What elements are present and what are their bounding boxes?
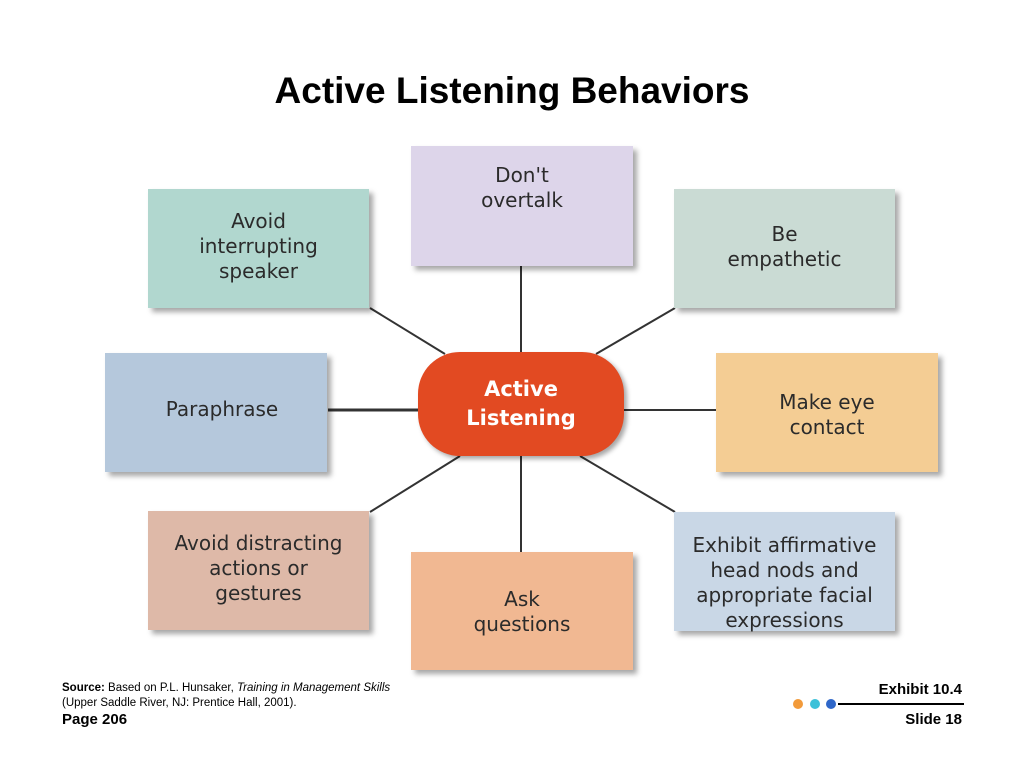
exhibit-label: Exhibit 10.4 <box>878 681 962 698</box>
box-ask-questions: Ask questions <box>411 552 633 670</box>
source-publisher: (Upper Saddle River, NJ: Prentice Hall, … <box>62 697 297 709</box>
connector-bottom-left <box>369 455 461 513</box>
box-paraphrase-label: Paraphrase <box>165 397 279 421</box>
box-dont-overtalk: Don't overtalk <box>411 146 633 266</box>
box-paraphrase: Paraphrase <box>105 353 327 472</box>
box-ask-questions-label: Ask questions <box>473 587 571 636</box>
page-number: Page 206 <box>62 711 128 728</box>
source-text: Based on P.L. Hunsaker, <box>104 682 237 694</box>
connector-top-left <box>369 307 446 355</box>
box-be-empathetic: Be empathetic <box>674 189 895 308</box>
teal-dot <box>810 699 820 709</box>
connector-bottom-right <box>579 455 676 513</box>
source-label: Source: <box>62 682 105 694</box>
box-dont-overtalk-label: Don't overtalk <box>481 163 563 212</box>
connector-top-right <box>595 307 676 355</box>
center-label: Active Listening <box>466 377 576 430</box>
slide-title: Active Listening Behaviors <box>274 70 750 111</box>
box-make-eye-contact-label: Make eye contact <box>779 389 875 439</box>
source-citation: Source: Based on P.L. Hunsaker, Training… <box>62 681 422 711</box>
box-be-empathetic-label: Be empathetic <box>727 221 842 271</box>
box-avoid-interrupting-label: Avoid interrupting speaker <box>199 209 318 283</box>
box-affirmative-head-nods: Exhibit affirmative head nods and approp… <box>674 512 895 632</box>
box-affirmative-head-nods-label: Exhibit affirmative head nods and approp… <box>692 532 877 632</box>
source-title: Training in Management Skills <box>236 682 391 694</box>
box-avoid-distracting-label: Avoid distracting actions or gestures <box>174 531 343 605</box>
orange-dot <box>793 699 803 709</box>
box-avoid-distracting: Avoid distracting actions or gestures <box>148 511 369 630</box>
slide-number: Slide 18 <box>905 711 962 728</box>
box-avoid-interrupting: Avoid interrupting speaker <box>148 189 369 308</box>
blue-dot <box>826 699 836 709</box>
box-make-eye-contact: Make eye contact <box>716 353 938 472</box>
center-active-listening: Active Listening <box>418 352 624 456</box>
exhibit-rule <box>838 703 964 705</box>
